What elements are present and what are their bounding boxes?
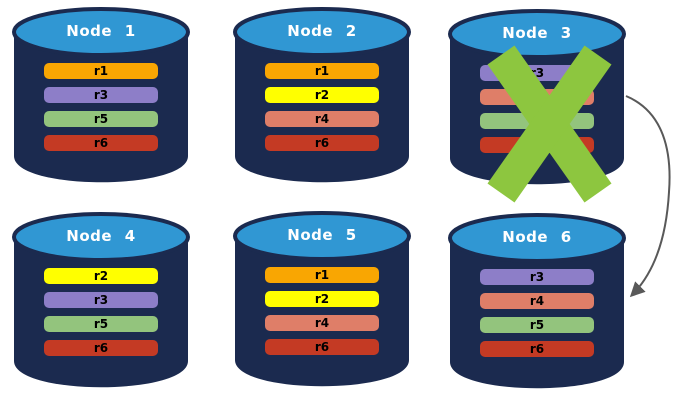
- replica-label: r1: [314, 64, 330, 78]
- node-title: Node 6: [502, 228, 572, 246]
- replica-label: r4: [314, 316, 330, 330]
- replica-label: r2: [314, 292, 330, 306]
- replica-bar-r5: r5: [480, 317, 594, 333]
- node-title: Node 4: [66, 227, 136, 245]
- replica-label: r6: [314, 340, 330, 354]
- replica-bar-r3: r3: [44, 292, 158, 308]
- replica-bar-r4: r4: [265, 111, 379, 127]
- replica-label: r2: [93, 269, 109, 283]
- replica-bar-r1: r1: [265, 267, 379, 283]
- replica-list: r3 r4 r5 r6: [480, 269, 594, 365]
- replica-label: r1: [93, 64, 109, 78]
- replica-list: r1 r2 r4 r6: [265, 63, 379, 159]
- cylinder-top: [448, 9, 626, 59]
- replica-bar-r6: r6: [265, 339, 379, 355]
- replica-bar-r2: r2: [265, 291, 379, 307]
- database-node-5: Node 5 r1 r2 r4 r6: [232, 210, 412, 398]
- replica-bar-r1: r1: [265, 63, 379, 79]
- replica-label: r4: [529, 294, 545, 308]
- cylinder-top: [448, 213, 626, 263]
- node-title: Node 5: [287, 226, 357, 244]
- replica-bar-r5: r5: [44, 111, 158, 127]
- replica-bar-r2: r2: [44, 268, 158, 284]
- replica-bar-r6: r6: [265, 135, 379, 151]
- node-title: Node 1: [66, 22, 136, 40]
- replica-label: r6: [529, 342, 545, 356]
- replica-label: r4: [314, 112, 330, 126]
- database-node-1: Node 1 r1 r3 r5 r6: [11, 6, 191, 194]
- replica-label: r5: [93, 112, 109, 126]
- replica-bar-r3: r3: [480, 269, 594, 285]
- replica-list: r1 r2 r4 r6: [265, 267, 379, 363]
- replica-bar-r6: r6: [480, 341, 594, 357]
- database-node-2: Node 2 r1 r2 r4 r6: [232, 6, 412, 194]
- cylinder-top: [12, 212, 190, 262]
- replica-bar-r3: r3: [44, 87, 158, 103]
- replica-label: r6: [314, 136, 330, 150]
- database-node-6: Node 6 r3 r4 r5 r6: [447, 212, 627, 400]
- replica-bar-r1: r1: [44, 63, 158, 79]
- replica-label: r5: [93, 317, 109, 331]
- replica-bar-r5: r5: [44, 316, 158, 332]
- replica-bar-r2: r2: [265, 87, 379, 103]
- replica-label: r2: [314, 88, 330, 102]
- replica-label: r3: [93, 293, 109, 307]
- failover-arrow-path: [625, 95, 671, 298]
- cylinder-top: [233, 7, 411, 57]
- cylinder-top: [233, 211, 411, 261]
- cylinder-top: [12, 7, 190, 57]
- replica-label: r3: [529, 270, 545, 284]
- node-title: Node 3: [502, 24, 572, 42]
- replica-bar-r6: r6: [44, 340, 158, 356]
- node-title: Node 2: [287, 22, 357, 40]
- replica-bar-r4: r4: [265, 315, 379, 331]
- replica-label: r6: [93, 341, 109, 355]
- replica-list: r1 r3 r5 r6: [44, 63, 158, 159]
- database-node-4: Node 4 r2 r3 r5 r6: [11, 211, 191, 399]
- replica-label: r6: [93, 136, 109, 150]
- replica-list: r2 r3 r5 r6: [44, 268, 158, 364]
- replica-label: r1: [314, 268, 330, 282]
- replica-bar-r6: r6: [44, 135, 158, 151]
- replica-label: r3: [93, 88, 109, 102]
- replica-bar-r4: r4: [480, 293, 594, 309]
- failure-x-icon: [487, 45, 612, 203]
- replica-label: r5: [529, 318, 545, 332]
